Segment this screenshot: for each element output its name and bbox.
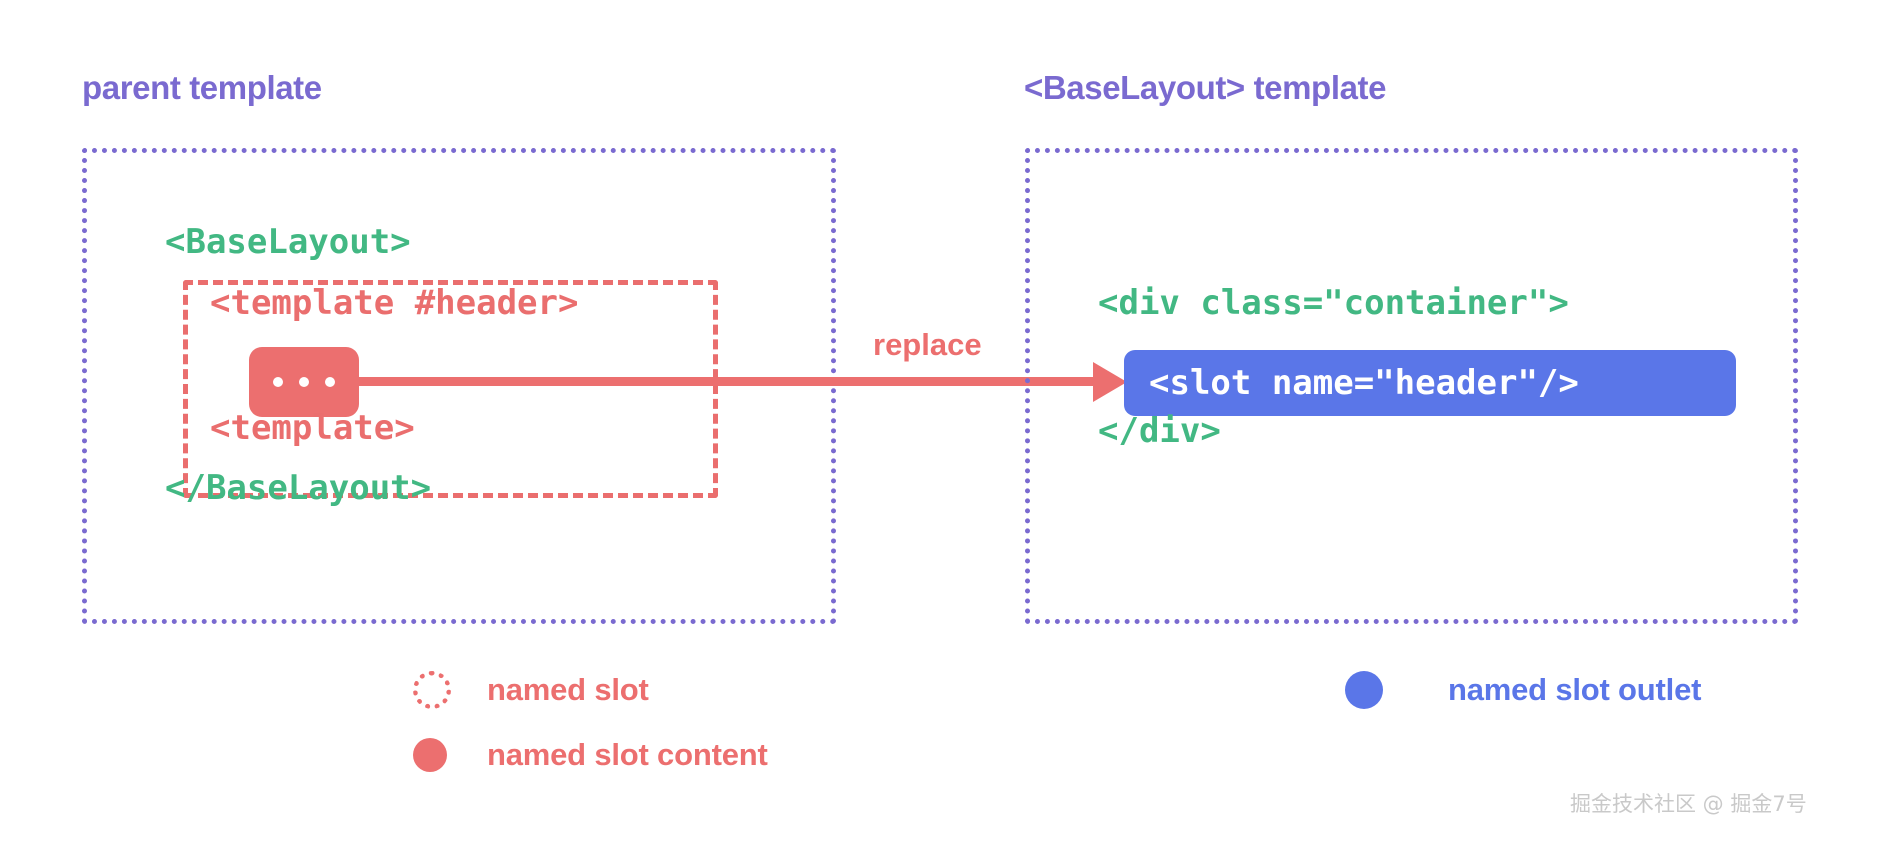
ellipsis-dot-icon xyxy=(299,377,309,387)
ellipsis-dot-icon xyxy=(325,377,335,387)
legend-item-named-slot-content: named slot content xyxy=(413,737,768,773)
code-template-header-open-tag: <template #header> xyxy=(210,283,579,323)
named-slot-outlet-box: <slot name="header"/> xyxy=(1124,350,1736,416)
legend-label-named-slot: named slot xyxy=(487,672,649,707)
solid-circle-icon xyxy=(1345,671,1383,709)
legend-label-named-slot-outlet: named slot outlet xyxy=(1448,672,1702,707)
legend-label-named-slot-content: named slot content xyxy=(487,737,768,772)
parent-template-title: parent template xyxy=(82,69,322,106)
code-baselayout-open-tag: <BaseLayout> xyxy=(165,222,411,262)
solid-circle-icon xyxy=(413,738,447,772)
named-slot-dashed-box xyxy=(183,280,718,498)
replace-arrow-label: replace xyxy=(873,327,982,362)
replace-arrow-line xyxy=(358,377,1118,386)
code-div-container-open-tag: <div class="container"> xyxy=(1098,283,1569,323)
code-baselayout-close-tag: </BaseLayout> xyxy=(165,468,432,508)
dotted-circle-icon xyxy=(413,671,451,709)
ellipsis-dot-icon xyxy=(273,377,283,387)
baselayout-template-panel xyxy=(1025,148,1798,624)
replace-arrow-head-icon xyxy=(1093,362,1127,402)
watermark-text: 掘金技术社区 @ 掘金7号 xyxy=(1570,792,1807,816)
baselayout-template-title: <BaseLayout> template xyxy=(1024,69,1387,106)
legend-item-named-slot-outlet: named slot outlet xyxy=(1345,671,1701,709)
legend-item-named-slot: named slot xyxy=(413,671,649,709)
code-div-close-tag: </div> xyxy=(1098,411,1221,451)
code-template-close-tag: <template> xyxy=(210,408,415,448)
named-slot-content-pill xyxy=(249,347,359,417)
code-slot-outlet-tag: <slot name="header"/> xyxy=(1149,363,1579,403)
parent-template-panel xyxy=(82,148,836,624)
